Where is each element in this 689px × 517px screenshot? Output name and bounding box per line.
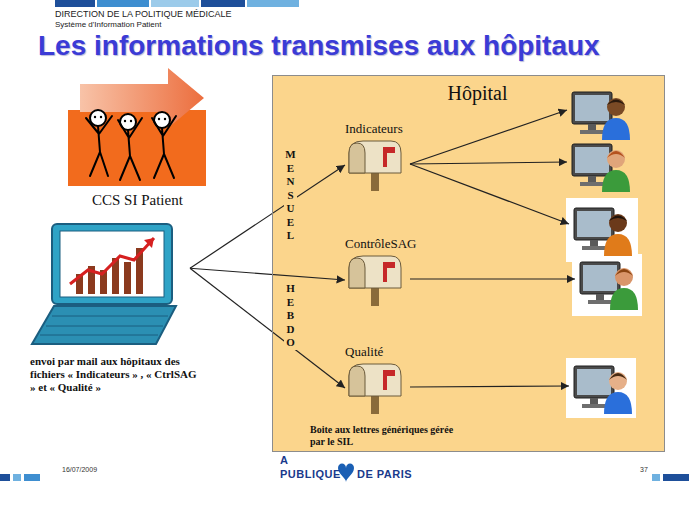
user-icons	[566, 92, 642, 418]
label-holder: CCS SI Patient	[92, 192, 183, 209]
team-picture	[68, 68, 206, 186]
laptop-node: envoi par mail aux hôpitaux des fichiers…	[30, 222, 190, 347]
label-holder: Système d'Information Patient	[55, 20, 161, 29]
logo-text: PUBLIQUE	[280, 468, 341, 480]
distribution-arrows	[410, 110, 575, 387]
node-text: Indicateurs	[345, 121, 405, 137]
note: Boite aux lettres génériques gérée par l…	[310, 424, 470, 448]
logo-text: A	[280, 454, 288, 466]
mail-arrow	[190, 268, 345, 388]
slide-title: Les informations transmises aux hôpitaux	[38, 30, 600, 62]
mailbox-icon	[345, 362, 405, 414]
laptop-icon	[30, 222, 190, 347]
date: 16/07/2009	[62, 466, 97, 473]
mailbox-node: ContrôleSAG	[345, 236, 417, 306]
service-name: Système d'Information Patient	[55, 20, 161, 29]
node-text: ContrôleSAG	[345, 236, 417, 252]
node-text: Hôpital	[273, 82, 664, 105]
page-number: 37	[640, 466, 648, 473]
department-name: DIRECTION DE LA POLITIQUE MÉDICALE	[55, 9, 232, 19]
node-text: envoi par mail aux hôpitaux des fichiers…	[30, 355, 202, 394]
label-holder: HEBDO	[284, 282, 297, 350]
label-holder: A	[280, 454, 288, 466]
frequency-label: HEBDO	[284, 282, 297, 350]
mailbox-icon	[345, 139, 405, 191]
title-holder: Les informations transmises aux hôpitaux	[38, 30, 600, 62]
label-holder: 37	[640, 466, 648, 473]
hospital-fill	[272, 75, 665, 452]
node-text: Qualité	[345, 344, 405, 360]
mailbox-node: Qualité	[345, 344, 405, 414]
label-holder: PUBLIQUE	[280, 468, 341, 480]
picture-caption: CCS SI Patient	[92, 192, 183, 209]
header-bars	[55, 0, 299, 7]
logo-text: DE PARIS	[357, 468, 412, 480]
label-holder: Boite aux lettres génériques gérée par l…	[310, 424, 470, 448]
label-holder: MENSUEL	[284, 148, 297, 243]
hospital-box: HôpitalIndicateursContrôleSAG Qualité	[272, 75, 665, 452]
mailbox-node: Indicateurs	[345, 121, 405, 191]
label-holder: DIRECTION DE LA POLITIQUE MÉDICALE	[55, 9, 232, 19]
frequency-label: MENSUEL	[284, 148, 297, 243]
mail-arrow	[190, 165, 345, 268]
label-holder: 16/07/2009	[62, 466, 97, 473]
mailbox-icon	[345, 254, 405, 306]
label-holder: DE PARIS	[357, 468, 412, 480]
mail-arrow	[190, 268, 345, 280]
